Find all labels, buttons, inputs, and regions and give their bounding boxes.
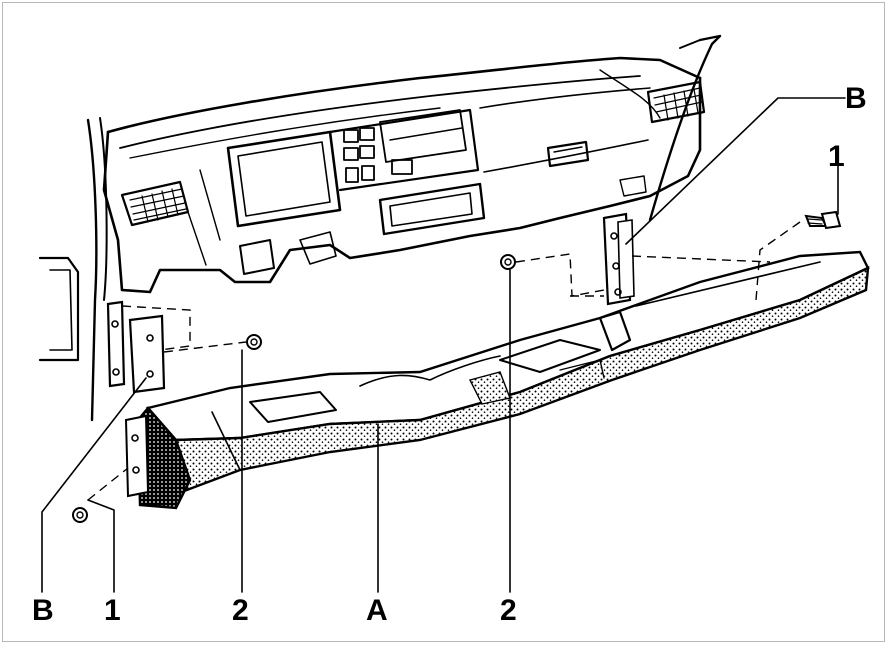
- callout-2-right: 2: [500, 594, 517, 627]
- callout-1-bottom-left: 1: [104, 594, 121, 627]
- bracket-left: [106, 300, 166, 498]
- callout-b-top-right: B: [845, 82, 867, 115]
- callout-1-top-right: 1: [828, 140, 845, 173]
- nut-left-middle: [246, 334, 262, 350]
- bracket-right: [602, 212, 635, 306]
- callout-b-bottom-left: B: [32, 594, 54, 627]
- alignment-lines: [87, 221, 801, 501]
- callout-a: A: [366, 594, 388, 627]
- leader-lines: [41, 97, 846, 593]
- nut-right: [500, 254, 516, 270]
- switch-block: [343, 127, 413, 183]
- bolt-top-right: [804, 210, 842, 230]
- lower-dash-panel: [136, 250, 870, 510]
- dashboard-assembly: [38, 34, 722, 422]
- nut-bottom-left: [72, 507, 88, 523]
- callout-2-left: 2: [232, 594, 249, 627]
